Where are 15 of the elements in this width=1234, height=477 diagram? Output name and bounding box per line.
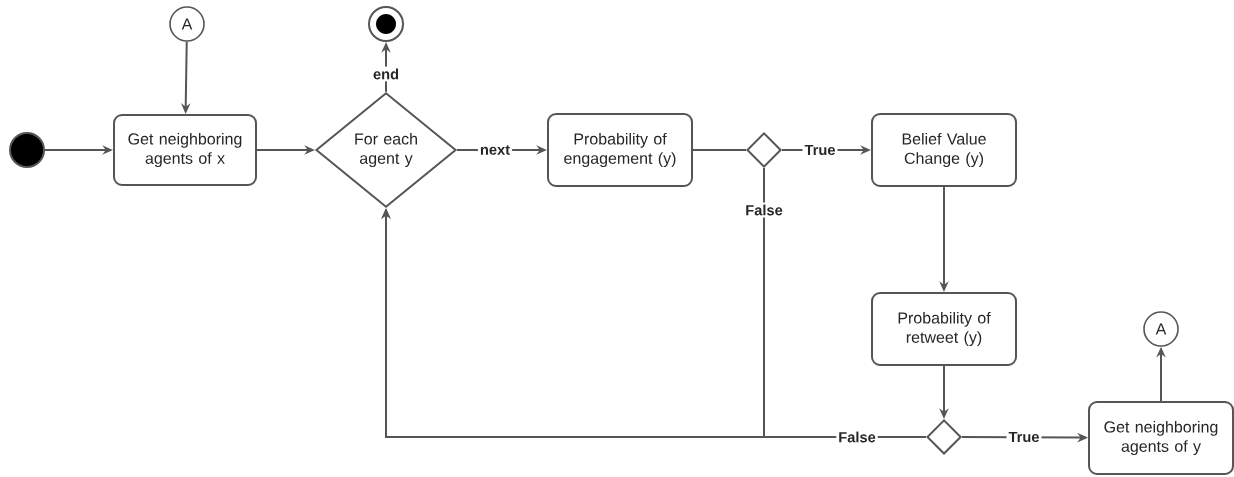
branch-diamond [746, 132, 782, 168]
process-box: Get neighboring agents of y [1088, 401, 1234, 475]
process-box: Get neighboring agents of x [113, 114, 257, 186]
edge-label: False [836, 429, 878, 445]
branch-diamond [926, 419, 962, 455]
process-box: Probability of engagement (y) [547, 113, 693, 187]
edge-label: end [371, 66, 402, 82]
edge-label: next [477, 143, 513, 157]
edge-label: True [1006, 429, 1042, 445]
end-node [368, 6, 404, 42]
edge-label: False [743, 202, 785, 218]
edge-label: True [802, 142, 838, 158]
process-box: Probability of retweet (y) [871, 292, 1017, 366]
process-box: Belief Value Change (y) [871, 113, 1017, 187]
start-node [9, 132, 45, 168]
